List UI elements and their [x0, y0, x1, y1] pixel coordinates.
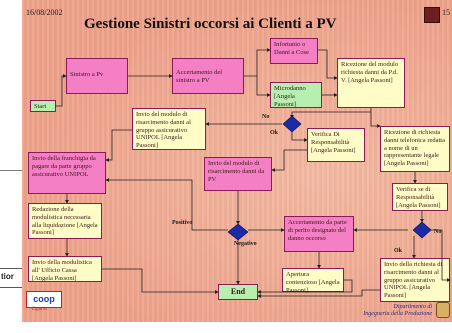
slide-title: Gestione Sinistri occorsi ai Clienti a P… [84, 16, 337, 32]
bottom-bar [0, 322, 452, 333]
node-start: Start [30, 100, 56, 112]
department-line-2: Ingegneria della Produzione [363, 311, 432, 318]
node-invio-richiesta: Invio della richiesta di risarcimento da… [380, 258, 450, 302]
node-invio-franchigia: Invio della franchigia da pagare da part… [28, 152, 106, 194]
node-redazione: Redazione della modulistica necessaria a… [28, 203, 102, 239]
node-end: End [218, 284, 258, 300]
header-logo-icon [424, 7, 440, 23]
slide-date: 16/08/2002 [26, 8, 63, 17]
label-no-1: No [262, 114, 270, 120]
node-accertamento-perito: Accertamento da parte di perito designat… [284, 216, 354, 252]
node-sinistro: Sinistro a Pv [66, 58, 128, 94]
background-window-edge-lower [0, 268, 22, 288]
label-negativo: Negativo [234, 241, 257, 247]
node-ricezione-richiesta: Ricezione di richiesta danni telefonica … [380, 126, 450, 172]
node-invio-modulo-gruppo: Invio del modulo di risarcimento danni a… [132, 108, 206, 150]
department-text: Dipartimento di Ingegneria della Produzi… [363, 304, 432, 318]
coop-logo: coop [26, 291, 62, 308]
label-positivo: Positivo [172, 220, 193, 226]
node-infortunio: Infortunio o Danni a Cose [270, 38, 318, 64]
node-invio-modulo-pv: Invio del modulo di risarcimento danni d… [204, 157, 272, 191]
node-verifica-se: Verifica se di Responsabilità [Angela Pa… [392, 183, 448, 211]
node-accertamento: Accertamento del sinistro a PV [172, 58, 244, 94]
coop-logo-subtitle: Liguria [32, 307, 48, 312]
background-window-text: tior [1, 272, 14, 281]
background-window-edge [0, 170, 22, 291]
label-no-2: No [434, 229, 442, 235]
node-ricezione-modulo: Ricezione del modulo richiesta danni da … [337, 58, 405, 108]
node-invio-modulistica: Invio della modulistica all' Ufficio Cas… [28, 256, 102, 282]
department-line-1: Dipartimento di [393, 304, 433, 310]
label-ok-1: Ok [270, 130, 279, 136]
node-verifica-responsabilita: Verifica Di Responsabilità [Angela Passo… [307, 128, 365, 162]
university-logo-icon [436, 302, 450, 318]
label-ok-2: Ok [394, 248, 403, 254]
node-microdanno: Microdanno [Angela Passoni] [270, 82, 322, 108]
page-number: 15 [442, 8, 450, 17]
node-apertura: Apertura contenzioso [Angela Passoni] [282, 268, 344, 294]
slide: 16/08/2002 15 Gestione Sinistri occorsi … [22, 0, 452, 322]
